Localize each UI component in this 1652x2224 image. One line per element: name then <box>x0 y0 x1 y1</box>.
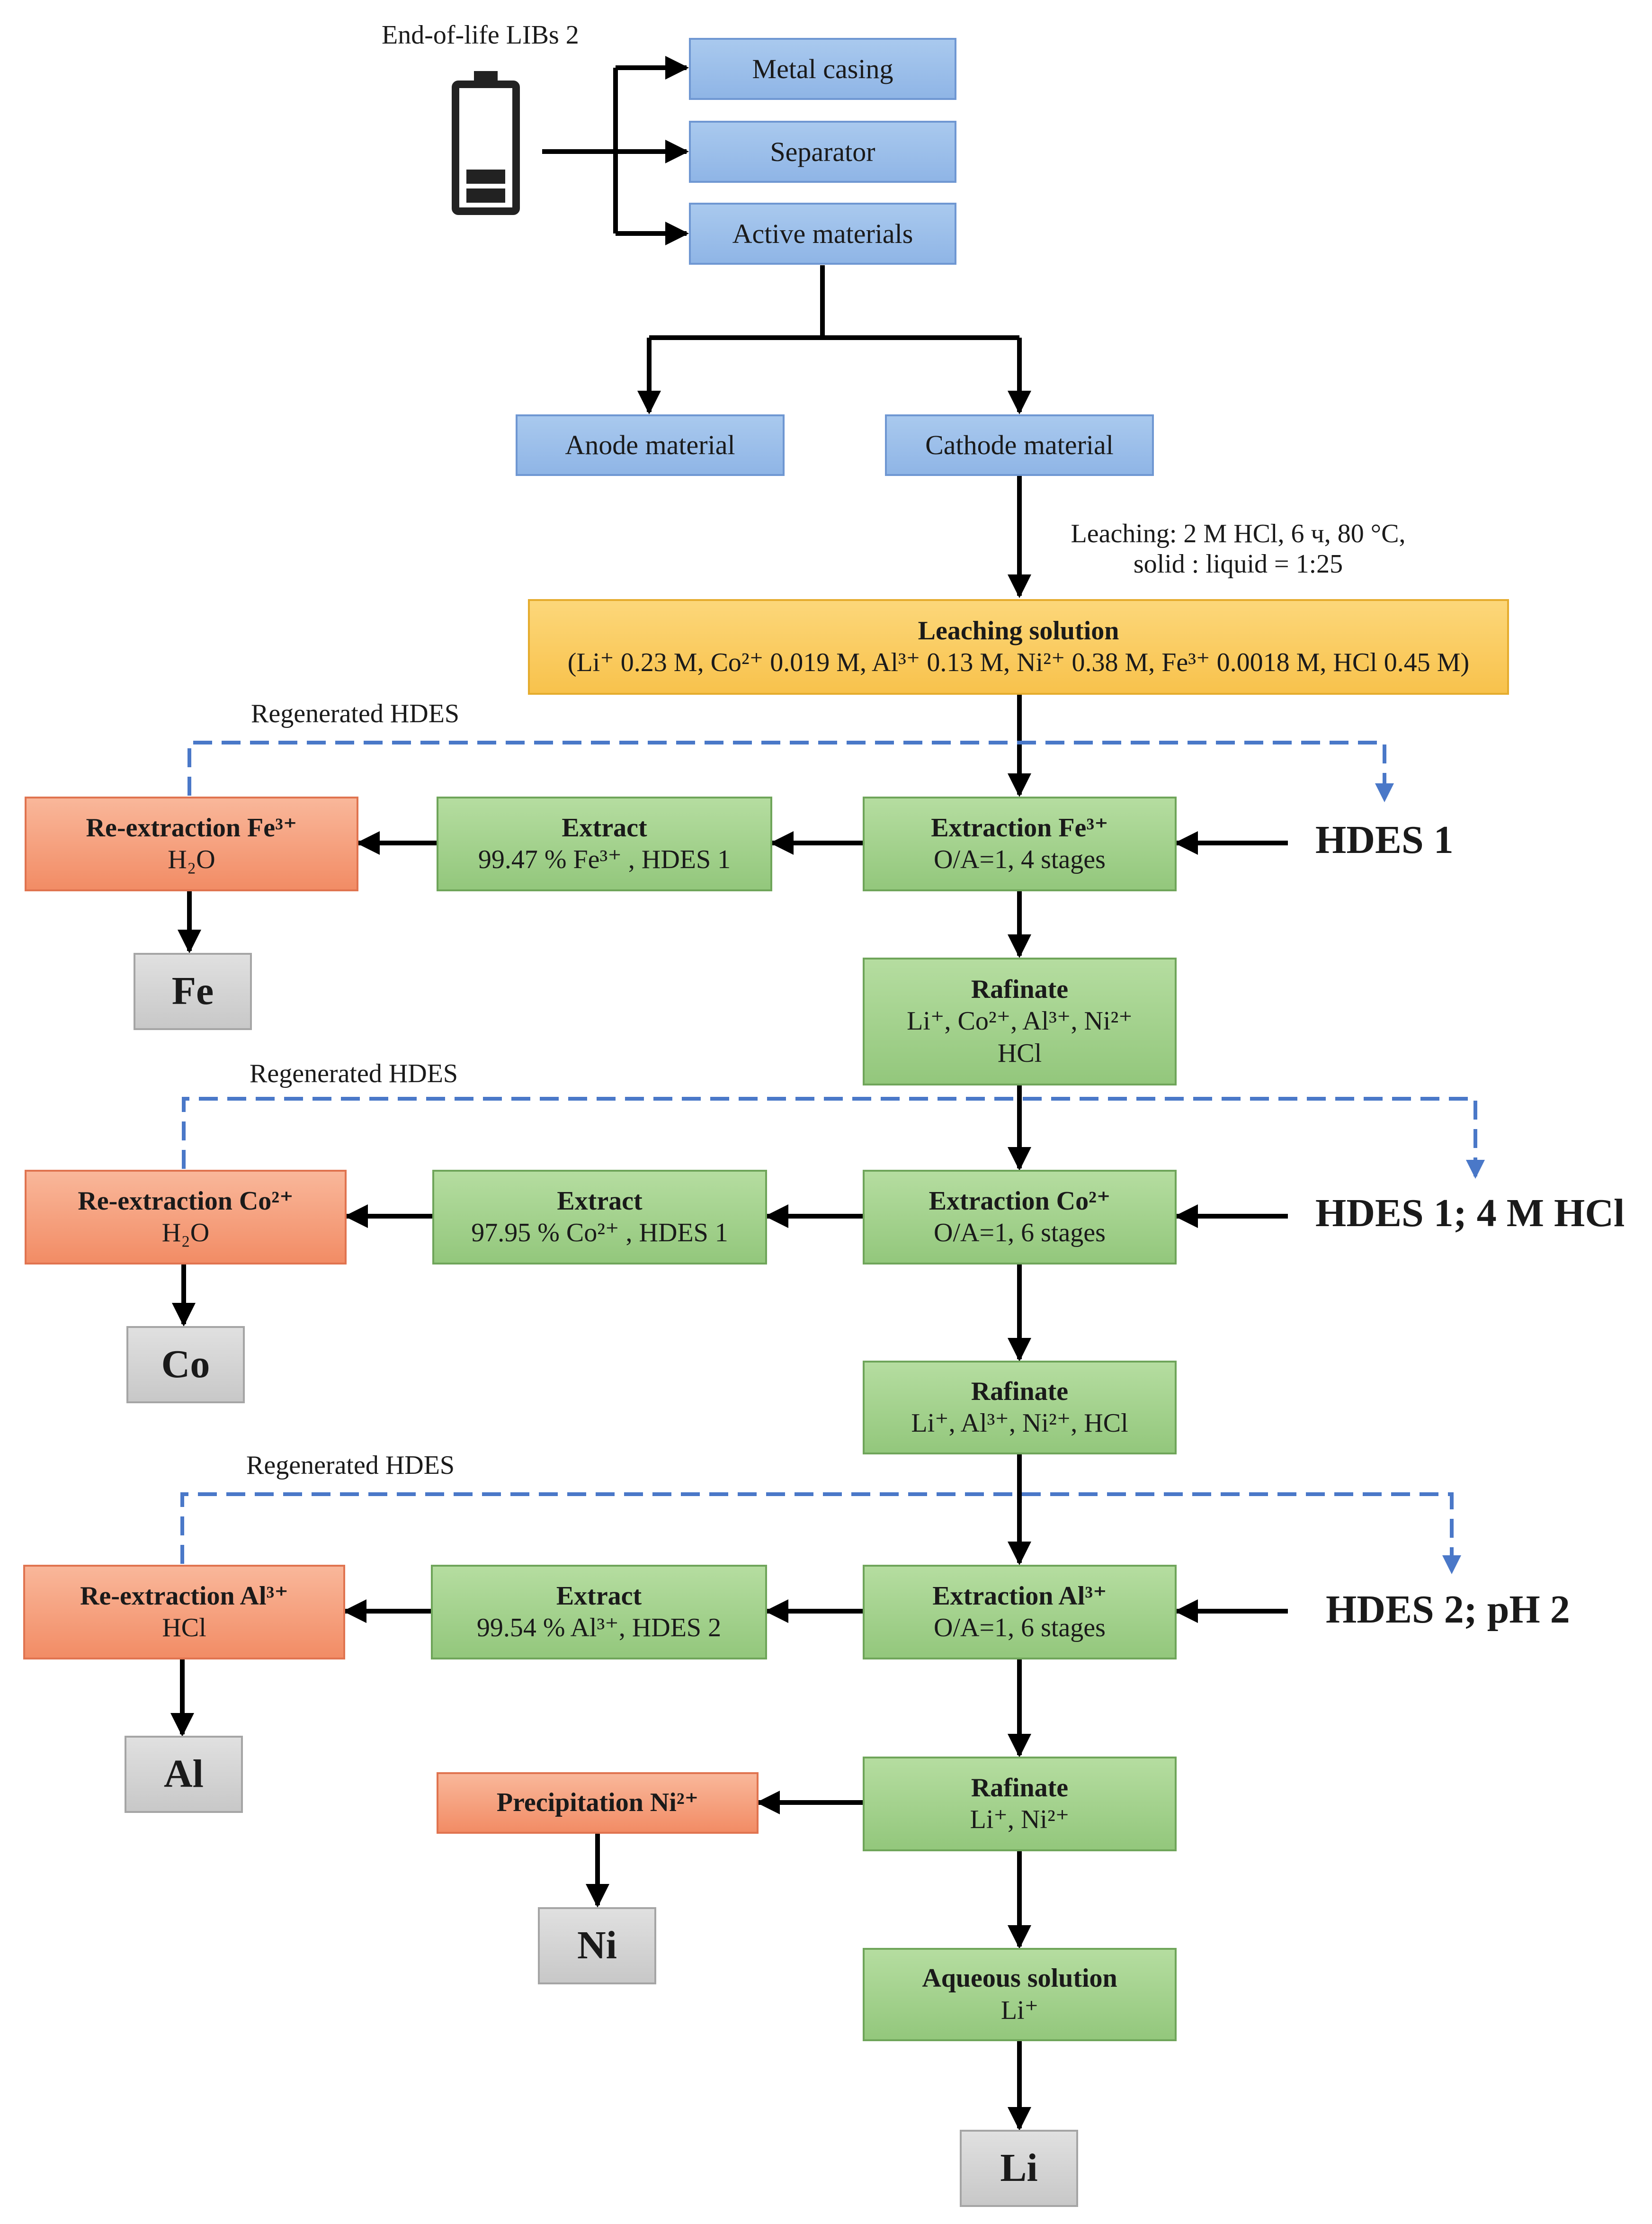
product-al-label: Al <box>164 1752 204 1796</box>
battery-icon <box>452 71 520 215</box>
reextraction-co-agent: H₂O <box>161 1218 210 1247</box>
anode-material-label: Anode material <box>565 430 735 461</box>
anode-material-box: Anode material <box>516 414 785 476</box>
extract-co-detail: 97.95 % Co²⁺ , HDES 1 <box>471 1218 728 1247</box>
regenerated-label-1: Regenerated HDES <box>251 699 460 728</box>
reagent-hdes2-ph: HDES 2; pH 2 <box>1326 1587 1570 1632</box>
extraction-al-box: Extraction Al³⁺ O/A=1, 6 stages <box>863 1565 1177 1659</box>
reextraction-co-title: Re-extraction Co²⁺ <box>78 1186 294 1216</box>
regenerated-label-3: Regenerated HDES <box>246 1451 455 1480</box>
extraction-fe-params: O/A=1, 4 stages <box>934 845 1106 874</box>
extraction-al-title: Extraction Al³⁺ <box>932 1581 1107 1611</box>
product-fe: Fe <box>134 953 252 1030</box>
product-li-label: Li <box>1000 2146 1038 2190</box>
extraction-co-title: Extraction Co²⁺ <box>929 1186 1111 1216</box>
reextraction-co-box: Re-extraction Co²⁺ H₂O <box>25 1170 347 1264</box>
separator-box: Separator <box>689 121 956 183</box>
leaching-solution-box: Leaching solution (Li⁺ 0.23 M, Co²⁺ 0.01… <box>528 599 1509 695</box>
cathode-material-label: Cathode material <box>925 430 1114 461</box>
cathode-material-box: Cathode material <box>885 414 1154 476</box>
extraction-fe-title: Extraction Fe³⁺ <box>931 813 1108 843</box>
rafinate-2-title: Rafinate <box>971 1376 1069 1406</box>
leaching-solution-title: Leaching solution <box>918 616 1119 646</box>
extract-al-box: Extract 99.54 % Al³⁺, HDES 2 <box>431 1565 767 1659</box>
extract-fe-detail: 99.47 % Fe³⁺ , HDES 1 <box>478 845 731 874</box>
rafinate-2-ions: Li⁺, Al³⁺, Ni²⁺, HCl <box>911 1408 1128 1438</box>
product-co-label: Co <box>161 1342 210 1387</box>
reextraction-al-agent: HCl <box>162 1613 206 1642</box>
rafinate-1-title: Rafinate <box>971 975 1069 1004</box>
active-materials-box: Active materials <box>689 203 956 265</box>
precipitation-ni-title: Precipitation Ni²⁺ <box>496 1788 699 1818</box>
extraction-al-params: O/A=1, 6 stages <box>934 1613 1106 1642</box>
reextraction-al-box: Re-extraction Al³⁺ HCl <box>23 1565 345 1659</box>
leaching-conditions-line2: solid : liquid = 1:25 <box>1133 549 1343 579</box>
extract-al-detail: 99.54 % Al³⁺, HDES 2 <box>476 1613 722 1642</box>
extract-fe-box: Extract 99.47 % Fe³⁺ , HDES 1 <box>437 797 772 891</box>
regenerated-loop-2 <box>182 1097 1485 1179</box>
separator-label: Separator <box>770 136 875 167</box>
extract-al-title: Extract <box>556 1581 642 1611</box>
reagent-hdes1-hcl: HDES 1; 4 M HCl <box>1315 1191 1625 1235</box>
leaching-conditions-line1: Leaching: 2 M HCl, 6 ч, 80 °C, <box>1071 519 1406 548</box>
product-co: Co <box>126 1326 245 1403</box>
extract-co-box: Extract 97.95 % Co²⁺ , HDES 1 <box>432 1170 767 1264</box>
rafinate-3-title: Rafinate <box>971 1773 1069 1803</box>
leaching-conditions: Leaching: 2 M HCl, 6 ч, 80 °C, solid : l… <box>1071 519 1406 579</box>
reextraction-fe-box: Re-extraction Fe³⁺ H₂O <box>25 797 358 891</box>
product-ni: Ni <box>538 1907 656 1984</box>
reextraction-fe-title: Re-extraction Fe³⁺ <box>86 813 297 843</box>
rafinate-1-acid: HCl <box>997 1038 1042 1068</box>
metal-casing-box: Metal casing <box>689 38 956 100</box>
product-li: Li <box>960 2130 1078 2207</box>
rafinate-2-box: Rafinate Li⁺, Al³⁺, Ni²⁺, HCl <box>863 1361 1177 1454</box>
rafinate-1-box: Rafinate Li⁺, Co²⁺, Al³⁺, Ni²⁺ HCl <box>863 958 1177 1085</box>
reextraction-fe-agent: H₂O <box>168 845 215 874</box>
aqueous-solution-box: Aqueous solution Li⁺ <box>863 1948 1177 2041</box>
regenerated-label-2: Regenerated HDES <box>250 1059 458 1088</box>
extraction-fe-box: Extraction Fe³⁺ O/A=1, 4 stages <box>863 797 1177 891</box>
reagent-hdes1: HDES 1 <box>1315 818 1454 862</box>
active-materials-label: Active materials <box>732 218 913 249</box>
extract-co-title: Extract <box>557 1186 643 1216</box>
product-ni-label: Ni <box>577 1923 617 1968</box>
metal-casing-label: Metal casing <box>752 53 893 84</box>
product-al: Al <box>125 1736 243 1813</box>
rafinate-3-ions: Li⁺, Ni²⁺ <box>970 1805 1070 1834</box>
rafinate-3-box: Rafinate Li⁺, Ni²⁺ <box>863 1757 1177 1851</box>
source-label: End-of-life LIBs 2 <box>382 20 579 50</box>
aqueous-solution-title: Aqueous solution <box>922 1964 1117 1993</box>
extraction-co-box: Extraction Co²⁺ O/A=1, 6 stages <box>863 1170 1177 1264</box>
product-fe-label: Fe <box>171 969 214 1013</box>
rafinate-1-ions: Li⁺, Co²⁺, Al³⁺, Ni²⁺ <box>907 1006 1133 1036</box>
extract-fe-title: Extract <box>562 813 647 843</box>
reextraction-al-title: Re-extraction Al³⁺ <box>80 1581 288 1611</box>
regenerated-loop-1 <box>188 741 1394 802</box>
aqueous-solution-ion: Li⁺ <box>1000 1995 1039 2025</box>
regenerated-loop-3 <box>180 1492 1461 1574</box>
leaching-solution-composition: (Li⁺ 0.23 M, Co²⁺ 0.019 M, Al³⁺ 0.13 M, … <box>567 648 1470 677</box>
precipitation-ni-box: Precipitation Ni²⁺ <box>437 1772 759 1834</box>
extraction-co-params: O/A=1, 6 stages <box>934 1218 1106 1247</box>
